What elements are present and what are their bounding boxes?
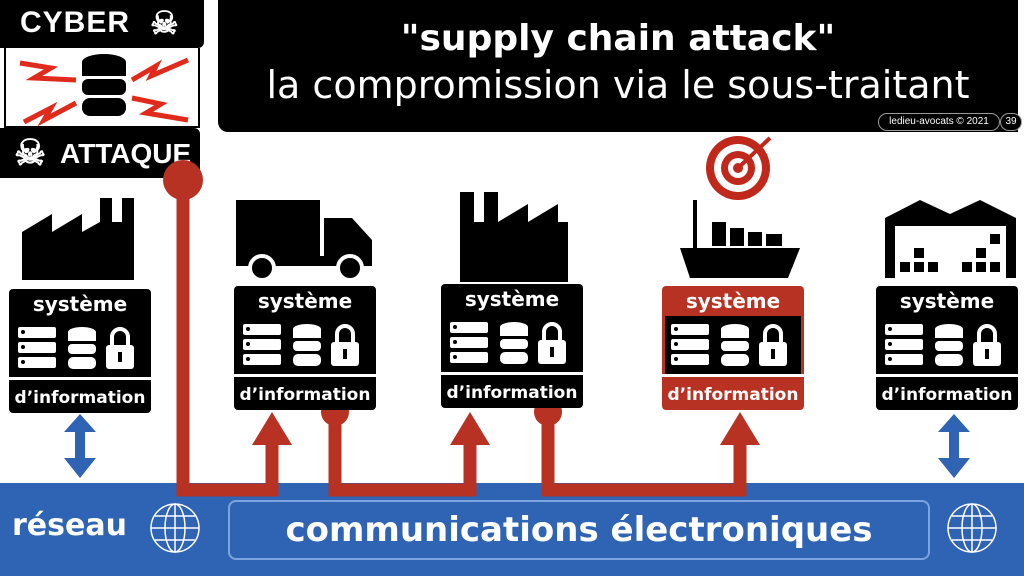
truck-icon bbox=[236, 200, 372, 282]
attack-arrow-head bbox=[450, 412, 490, 445]
skull-icon: ☠ bbox=[14, 132, 47, 173]
ship-icon bbox=[680, 200, 800, 278]
skull-icon: ☠ bbox=[150, 5, 180, 41]
system-footer: d’information bbox=[234, 374, 376, 410]
system-footer: d’information bbox=[441, 372, 583, 408]
page-title: "supply chain attack" bbox=[400, 18, 836, 59]
page-number: 39 bbox=[1000, 113, 1022, 131]
network-band bbox=[0, 483, 1024, 576]
page-subtitle: la compromission via le sous-traitant bbox=[266, 63, 970, 107]
factory-icon bbox=[460, 192, 568, 282]
attack-path-1 bbox=[176, 180, 279, 497]
system-header: système bbox=[662, 286, 804, 316]
system-footer: d’information bbox=[662, 374, 804, 410]
network-label: réseau bbox=[12, 508, 127, 543]
globe-icon bbox=[150, 503, 200, 553]
logo-attaque-text: ATTAQUE bbox=[60, 138, 192, 169]
system-box-1: système d’information bbox=[9, 289, 151, 413]
attack-node bbox=[163, 160, 203, 200]
server-database-lock-icon bbox=[9, 319, 151, 377]
database-attack-icon bbox=[4, 48, 200, 128]
factory-icon bbox=[22, 198, 134, 280]
logo-cyber: CYBER ☠ bbox=[0, 0, 204, 48]
system-box-5: système d’information bbox=[876, 286, 1018, 410]
target-icon bbox=[706, 136, 772, 200]
server-database-lock-icon bbox=[441, 314, 583, 372]
communications-box: communications électroniques bbox=[228, 500, 930, 560]
globe-icon bbox=[947, 503, 997, 553]
system-footer: d’information bbox=[876, 374, 1018, 410]
attack-arrow-head bbox=[252, 412, 292, 445]
system-header: système bbox=[234, 286, 376, 316]
server-database-lock-icon bbox=[234, 316, 376, 374]
system-box-4-compromised: système d’information bbox=[662, 286, 804, 410]
attack-path-3 bbox=[541, 412, 747, 497]
server-database-lock-icon bbox=[662, 316, 804, 374]
system-box-2: système d’information bbox=[234, 286, 376, 410]
double-arrow-icon bbox=[64, 414, 970, 478]
system-footer: d’information bbox=[9, 377, 151, 413]
attack-path-2 bbox=[328, 412, 477, 497]
system-header: système bbox=[441, 284, 583, 314]
logo-cyber-text: CYBER bbox=[20, 6, 131, 39]
warehouse-icon bbox=[885, 200, 1016, 278]
server-database-lock-icon bbox=[876, 316, 1018, 374]
system-header: système bbox=[9, 289, 151, 319]
attack-arrow-head bbox=[720, 412, 760, 445]
title-box: "supply chain attack" la compromission v… bbox=[218, 0, 1018, 132]
credit: ledieu-avocats © 2021 bbox=[878, 113, 1000, 131]
system-box-3: système d’information bbox=[441, 284, 583, 408]
system-header: système bbox=[876, 286, 1018, 316]
